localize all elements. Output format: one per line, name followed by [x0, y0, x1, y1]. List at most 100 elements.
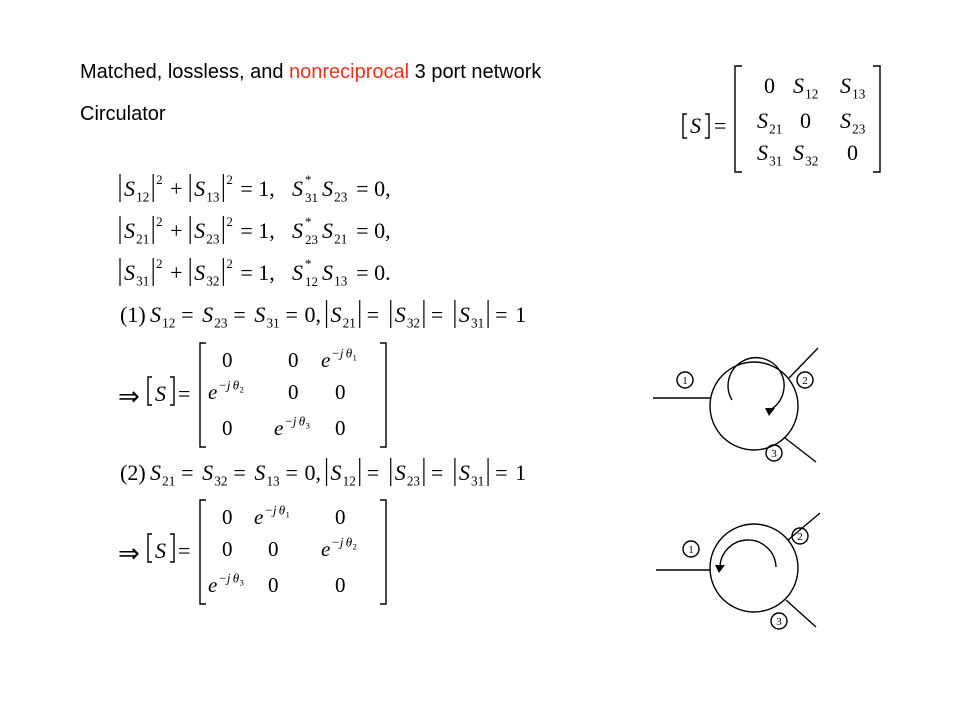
conjugate-term: S — [292, 176, 303, 201]
condition-term: S — [194, 218, 205, 243]
matrix-symbol-subscript: 13 — [852, 87, 866, 102]
lhs-symbol: S — [155, 538, 166, 563]
equals-sign: = — [367, 460, 379, 485]
exponential-power: −j — [331, 535, 344, 550]
case-one-term: S — [331, 460, 342, 485]
case-one-term: S — [459, 302, 470, 327]
equals-sign: = — [495, 460, 507, 485]
port-1-label: 1 — [682, 375, 688, 387]
port-3-label: 3 — [776, 616, 782, 628]
matrix-symbol-subscript: 31 — [769, 154, 782, 169]
product-term-subscript: 23 — [334, 190, 348, 205]
conjugate-star: * — [305, 214, 312, 229]
port-3-label: 3 — [771, 448, 777, 460]
condition-term: S — [124, 218, 135, 243]
matrix-symbol: S — [793, 140, 804, 165]
exponential-power: −j — [218, 378, 231, 393]
exponential-subscript: 2 — [353, 542, 357, 552]
exponential-subscript: 1 — [353, 353, 357, 363]
exponential-base: e — [274, 416, 283, 440]
exponential-base: e — [321, 537, 330, 561]
case-one-term: S — [395, 302, 406, 327]
zero-comma: 0, — [305, 302, 322, 327]
case-one-term-subscript: 31 — [471, 474, 484, 489]
circulator-figure-clockwise: 1 2 3 — [653, 347, 819, 463]
matrix-zero: 0 — [847, 140, 858, 165]
exponential-theta: θ — [299, 414, 306, 429]
conjugate-subscript: 31 — [305, 190, 318, 205]
title-highlight: nonreciprocal — [289, 61, 410, 83]
port-2-badge — [791, 527, 809, 545]
condition-term-subscript: 21 — [136, 232, 149, 247]
case-one-term-subscript: 12 — [343, 474, 356, 489]
port-1-label: 1 — [688, 544, 694, 556]
matrix-zero: 0 — [222, 348, 233, 372]
conjugate-term: S — [292, 218, 303, 243]
equals-sign: = — [367, 302, 379, 327]
matrix-left-bracket — [199, 499, 206, 605]
exponential-subscript: 2 — [240, 385, 244, 395]
conjugate-subscript: 23 — [305, 232, 318, 247]
equals-sign: = — [495, 302, 507, 327]
matrix-right-bracket — [873, 65, 881, 173]
port-2-label: 2 — [797, 531, 803, 543]
implies-arrow: ⇒ — [118, 539, 140, 568]
case-one-term-subscript: 21 — [343, 316, 356, 331]
page-subtitle: Circulator — [80, 103, 166, 125]
lhs-left-bracket — [147, 533, 152, 563]
case-zero-term-subscript: 23 — [214, 316, 228, 331]
case-zero-term: S — [202, 460, 213, 485]
equals-sign: = — [178, 538, 190, 563]
equals-one: = 1, — [240, 218, 274, 243]
plus-sign: + — [170, 218, 182, 243]
equals-sign: = — [714, 113, 726, 138]
matrix-symbol: S — [840, 73, 851, 98]
matrix-zero: 0 — [222, 537, 233, 561]
power-two: 2 — [156, 256, 163, 271]
matrix-symbol-subscript: 21 — [769, 122, 782, 137]
equals-sign: = — [286, 460, 298, 485]
equals-zero: = 0. — [356, 260, 390, 285]
matrix-zero: 0 — [800, 108, 811, 133]
port-3-line — [785, 599, 817, 628]
product-term-subscript: 21 — [334, 232, 347, 247]
matrix-zero: 0 — [335, 505, 346, 529]
equals-one: 1 — [515, 460, 526, 485]
exponential-theta: θ — [346, 535, 353, 550]
conjugate-star: * — [305, 172, 312, 187]
port-2-line — [787, 512, 821, 541]
condition-term-subscript: 23 — [206, 232, 220, 247]
arrow-head-icon — [715, 565, 725, 573]
lhs-left-bracket — [682, 113, 687, 139]
case-zero-term-subscript: 21 — [162, 474, 175, 489]
case-one-term: S — [395, 460, 406, 485]
product-term: S — [322, 260, 333, 285]
matrix-symbol: S — [840, 108, 851, 133]
condition-term: S — [194, 260, 205, 285]
condition-term-subscript: 12 — [136, 190, 149, 205]
port-3-badge — [770, 612, 788, 630]
condition-term: S — [194, 176, 205, 201]
matrix-zero: 0 — [268, 537, 279, 561]
product-term: S — [322, 218, 333, 243]
matrix-symbol-subscript: 12 — [805, 87, 818, 102]
plus-sign: + — [170, 176, 182, 201]
equals-zero: = 0, — [356, 218, 390, 243]
case-zero-term: S — [254, 460, 265, 485]
lhs-symbol: S — [155, 381, 166, 406]
conjugate-subscript: 12 — [305, 274, 318, 289]
case-zero-term: S — [202, 302, 213, 327]
lhs-symbol: S — [690, 113, 701, 138]
exponential-base: e — [254, 505, 263, 529]
matrix-symbol-subscript: 32 — [805, 154, 818, 169]
case-zero-term-subscript: 13 — [266, 474, 280, 489]
matrix-zero: 0 — [288, 348, 299, 372]
exponential-base: e — [321, 348, 330, 372]
matrix-left-bracket — [734, 65, 742, 173]
case-one-term-subscript: 31 — [471, 316, 484, 331]
